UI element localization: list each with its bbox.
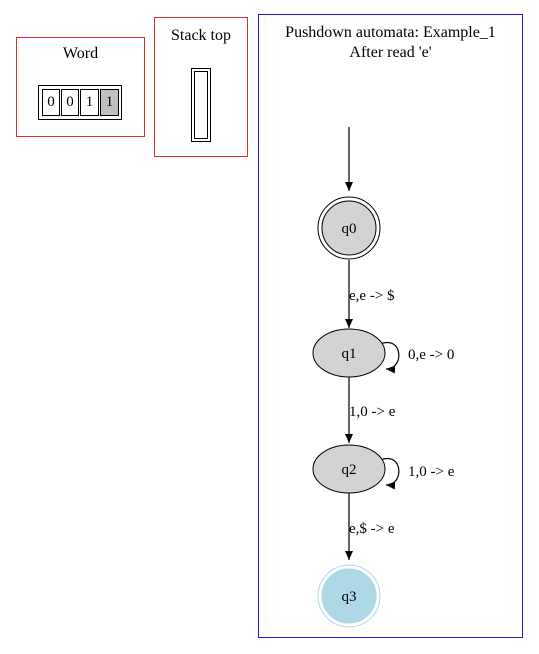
state-q2-label: q2: [342, 462, 357, 478]
state-q2: q2: [312, 444, 386, 494]
state-q3-label: q3: [342, 589, 357, 605]
state-q0-body: [321, 200, 377, 256]
word-symbol: 0: [61, 89, 79, 116]
stack-top-cell: [191, 68, 211, 142]
word-tape: 0 0 1 1: [38, 85, 122, 120]
state-q0-label: q0: [342, 221, 357, 237]
word-panel: Word 0 0 1 1: [16, 37, 145, 137]
word-panel-title: Word: [62, 45, 99, 62]
edge-label-q2-loop: 1,0 -> e: [408, 464, 455, 480]
stack-panel-title: Stack top: [171, 27, 231, 44]
state-q0: q0: [317, 196, 381, 260]
stack-top-symbol: [194, 71, 208, 139]
state-q3-body: [321, 568, 377, 624]
word-symbol: 0: [42, 89, 60, 116]
word-symbol-current: 1: [100, 89, 119, 116]
state-q3: q3: [317, 564, 381, 628]
edge-q1-loop: [379, 341, 400, 374]
automaton-subtitle: After read 'e': [349, 44, 432, 61]
automaton-panel: Pushdown automata: Example_1 After read …: [258, 14, 523, 638]
automaton-title: Pushdown automata: Example_1: [285, 24, 496, 41]
state-q1-body: [312, 328, 386, 378]
word-symbol: 1: [80, 89, 99, 116]
edge-label-q1-q2: 1,0 -> e: [349, 404, 396, 420]
edge-label-q0-q1: e,e -> $: [349, 288, 395, 304]
stack-panel: Stack top: [154, 17, 248, 157]
edge-label-q1-loop: 0,e -> 0: [408, 347, 454, 363]
edge-q2-loop: [379, 457, 400, 490]
state-q2-body: [312, 444, 386, 494]
edge-label-q2-q3: e,$ -> e: [349, 521, 395, 537]
state-q1-label: q1: [342, 346, 357, 362]
state-q1: q1: [312, 328, 386, 378]
